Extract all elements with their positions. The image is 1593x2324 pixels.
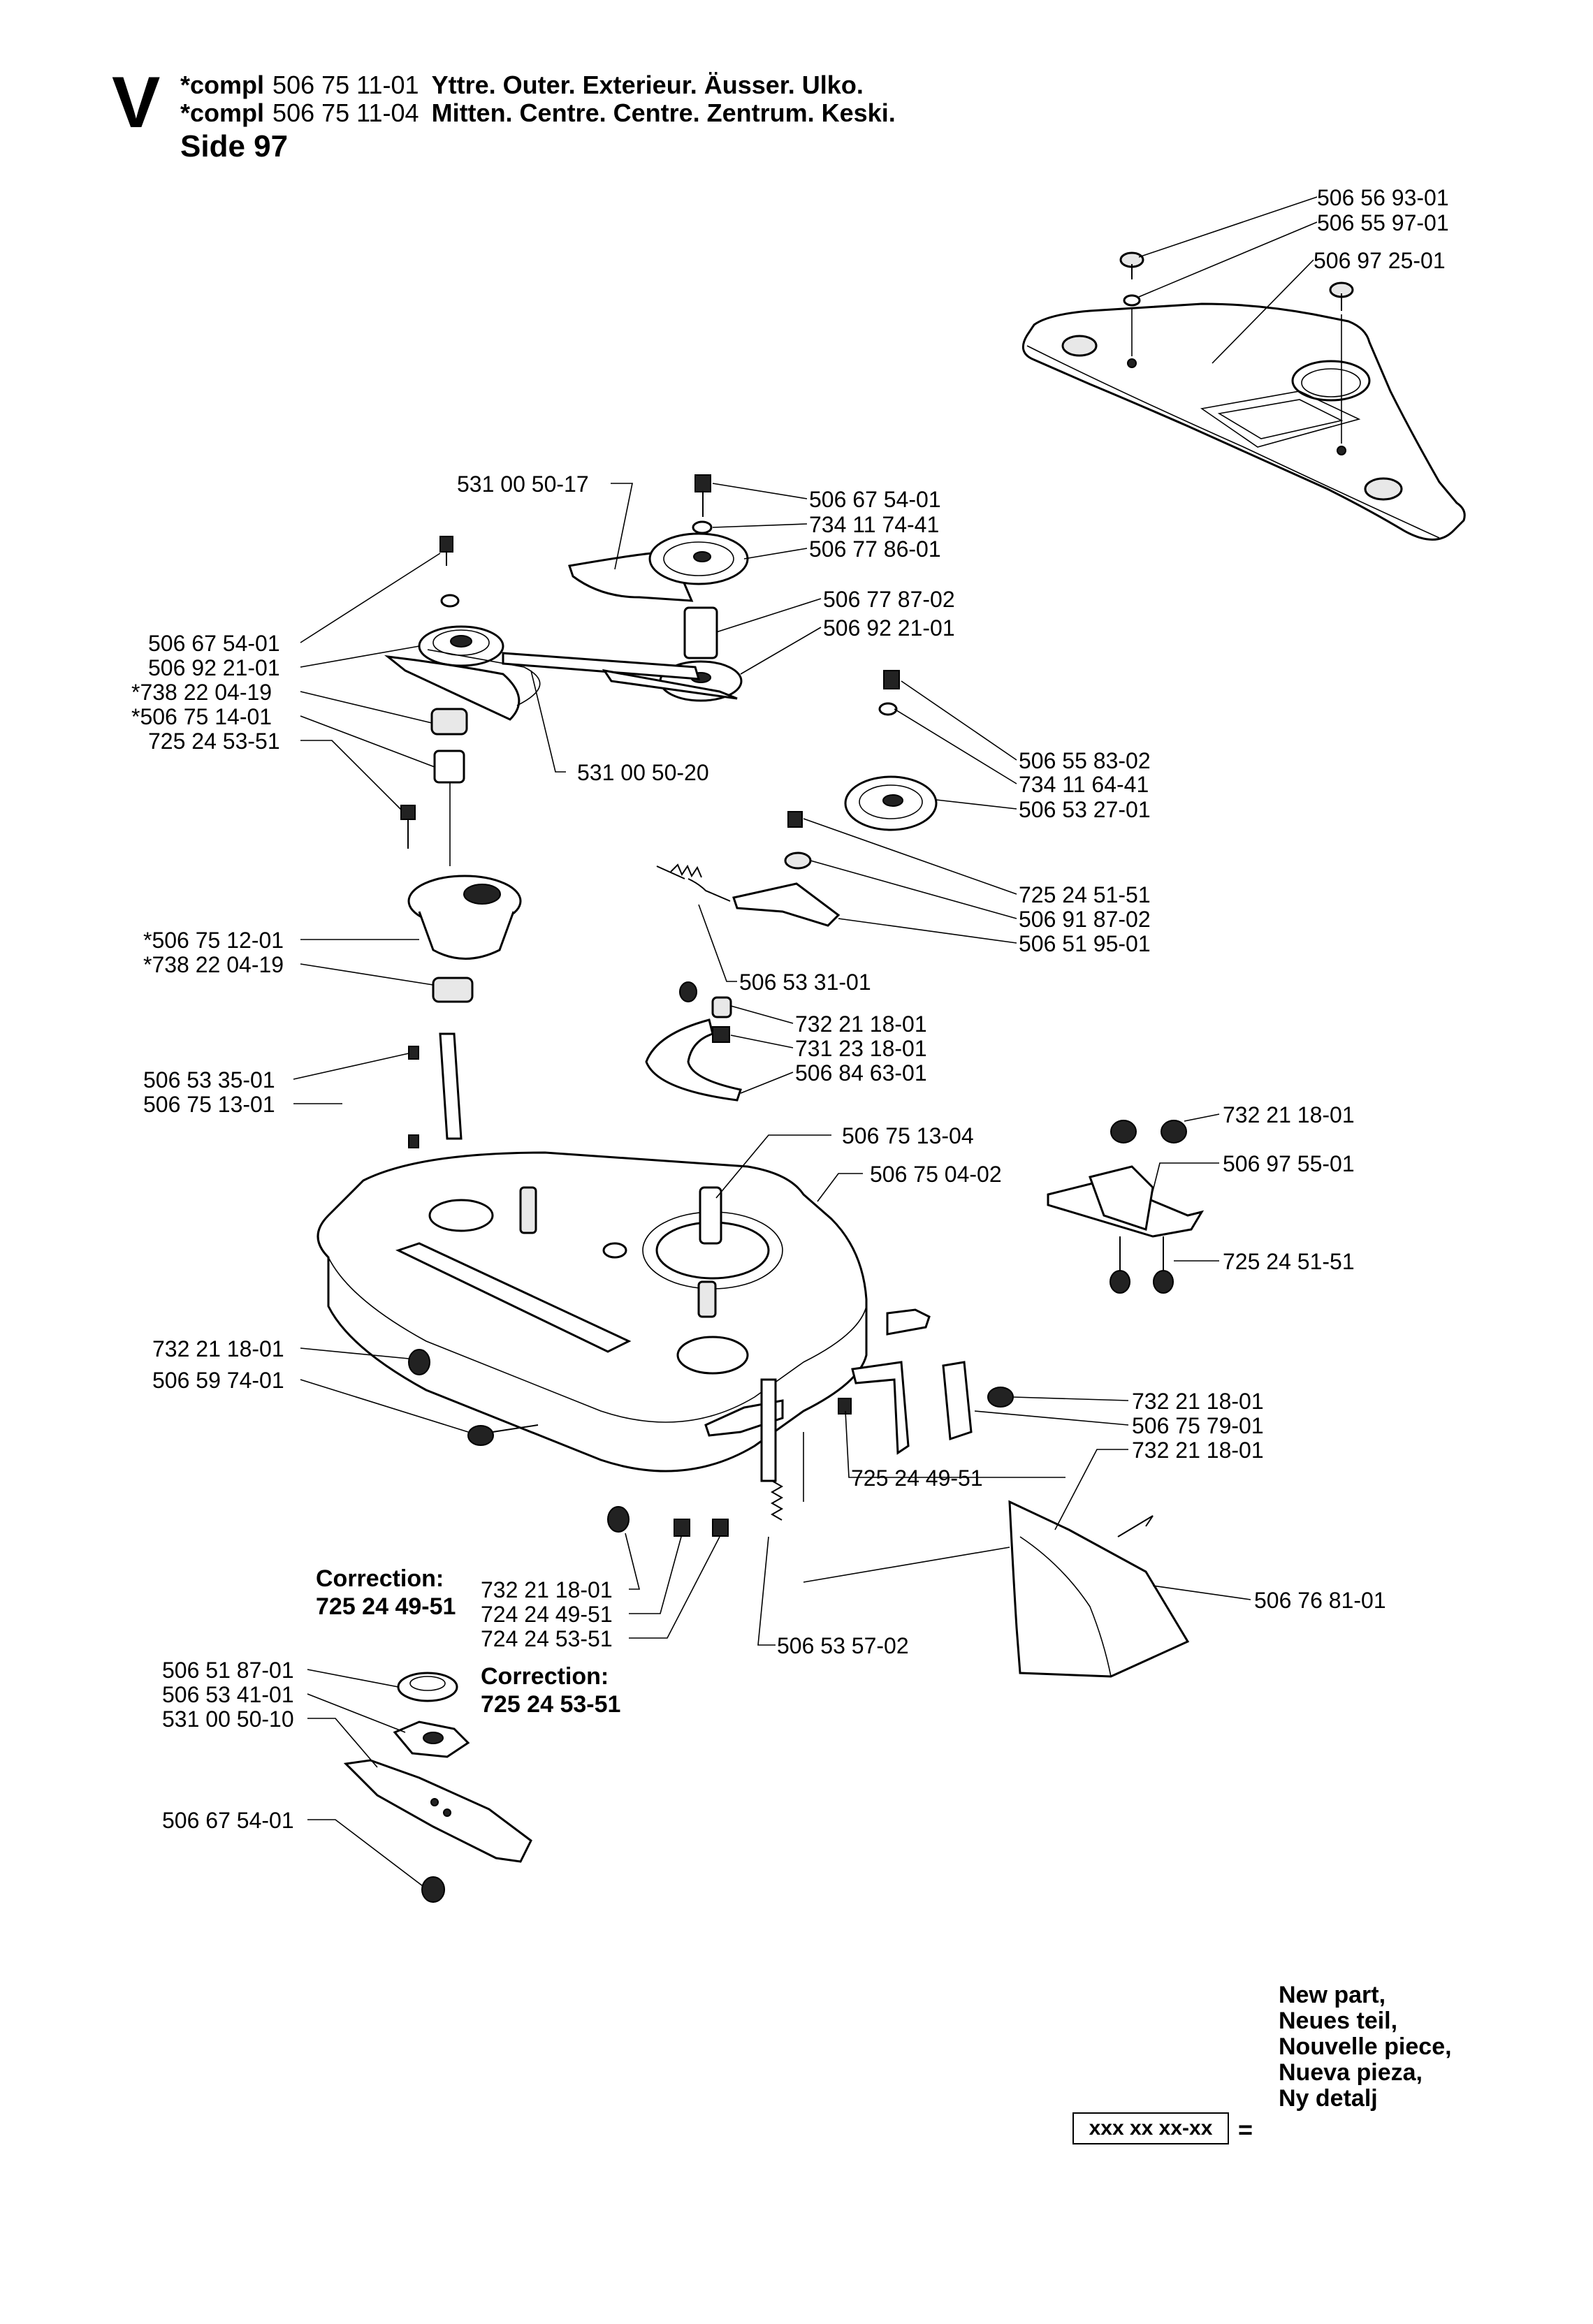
part-label: 506 51 95-01 (1019, 931, 1151, 956)
part-label: 506 75 13-01 (143, 1092, 275, 1117)
part-label: *738 22 04-19 (143, 952, 284, 977)
tensioner-drawing (656, 670, 938, 927)
part-label: 732 21 18-01 (1132, 1438, 1264, 1463)
part-label: 724 24 49-51 (481, 1602, 613, 1627)
header-line-2-text: Mitten. Centre. Centre. Zentrum. Keski. (431, 98, 896, 127)
new-part-legend: New part, Neues teil, Nouvelle piece, Nu… (1279, 1982, 1452, 2112)
part-label: 506 75 04-02 (870, 1162, 1002, 1187)
part-label: 531 00 50-20 (577, 760, 709, 785)
part-label: 531 00 50-10 (162, 1707, 294, 1732)
part-label: 725 24 51-51 (1019, 882, 1151, 907)
part-label: 506 53 27-01 (1019, 797, 1151, 822)
legend-part-box: xxx xx xx-xx (1072, 2112, 1229, 2144)
page-reference: Side 97 (180, 129, 289, 163)
header-line-2-number: 506 75 11-04 (272, 98, 419, 127)
legend-equals: = (1238, 2115, 1253, 2144)
part-label: 506 55 83-02 (1019, 748, 1151, 773)
part-label: 506 56 93-01 (1317, 185, 1449, 210)
correction-2-number: 725 24 53-51 (481, 1691, 621, 1718)
legend-line: Nueva pieza, (1279, 2059, 1423, 2086)
header-line-2: *compl 506 75 11-04 Mitten. Centre. Cent… (180, 100, 896, 126)
part-label: 731 23 18-01 (795, 1036, 927, 1061)
legend-line: Ny detalj (1279, 2085, 1378, 2112)
header-line-1: *compl 506 75 11-01 Yttre. Outer. Exteri… (180, 72, 864, 98)
arc-bracket-drawing (645, 981, 742, 1102)
correction-1-number: 725 24 49-51 (316, 1593, 456, 1620)
leader-lines (293, 196, 1318, 1887)
legend-line: New part, (1279, 1982, 1386, 2008)
part-label: *506 75 12-01 (143, 928, 284, 953)
part-label: 506 97 25-01 (1314, 248, 1446, 273)
header-line-1-prefix: *compl (180, 71, 265, 99)
deck-drawing (317, 1151, 931, 1502)
correction-1-title: Correction: (316, 1565, 444, 1592)
part-label: 506 67 54-01 (162, 1808, 294, 1833)
side-bracket-drawing (1047, 1120, 1205, 1294)
part-label: 506 77 87-02 (823, 587, 955, 612)
part-label: 732 21 18-01 (481, 1577, 613, 1602)
header-line-2-prefix: *compl (180, 98, 265, 127)
part-label: 506 92 21-01 (823, 615, 955, 641)
part-label: 506 53 31-01 (739, 970, 871, 995)
left-spindle-drawing (384, 536, 522, 1148)
blade-assembly-drawing (343, 1672, 532, 1903)
part-label: 506 97 55-01 (1223, 1151, 1355, 1176)
part-label: 531 00 50-17 (457, 472, 589, 497)
header-line-1-number: 506 75 11-01 (272, 71, 419, 99)
legend-line: Nouvelle piece, (1279, 2033, 1452, 2060)
part-label: 506 51 87-01 (162, 1658, 294, 1683)
section-letter: V (112, 62, 161, 143)
part-label: 506 59 74-01 (152, 1368, 284, 1393)
part-label: 506 84 63-01 (795, 1060, 927, 1086)
part-label: 725 24 53-51 (148, 729, 280, 754)
part-label: 506 67 54-01 (148, 631, 280, 656)
part-label: 725 24 51-51 (1223, 1249, 1355, 1274)
part-label: 506 91 87-02 (1019, 907, 1151, 932)
part-label: 506 92 21-01 (148, 655, 280, 680)
correction-2-title: Correction: (481, 1663, 609, 1690)
part-label: 506 77 86-01 (809, 536, 941, 562)
part-label: 732 21 18-01 (1223, 1102, 1355, 1127)
part-label: 732 21 18-01 (795, 1011, 927, 1037)
part-label: *738 22 04-19 (131, 680, 272, 705)
part-label: 506 67 54-01 (809, 487, 941, 512)
part-label: 732 21 18-01 (1132, 1389, 1264, 1414)
part-label: 506 55 97-01 (1317, 210, 1449, 235)
part-label: 724 24 53-51 (481, 1626, 613, 1651)
correction-note-2: Correction: 725 24 53-51 (481, 1662, 620, 1718)
part-label: 506 53 41-01 (162, 1682, 294, 1707)
part-label: 732 21 18-01 (152, 1336, 284, 1361)
part-label: 506 75 13-04 (842, 1123, 974, 1148)
part-label: 506 53 57-02 (777, 1633, 909, 1658)
part-label: 734 11 64-41 (1019, 772, 1149, 797)
part-label: 506 76 81-01 (1254, 1588, 1386, 1613)
part-label: *506 75 14-01 (131, 704, 272, 729)
legend-line: Neues teil, (1279, 2008, 1398, 2034)
cover-plate-drawing (1021, 251, 1466, 541)
discharge-chute-drawing (1008, 1500, 1190, 1678)
part-label: 725 24 49-51 (851, 1466, 983, 1491)
correction-note-1: Correction: 725 24 49-51 (316, 1565, 456, 1621)
belt-pulley-drawing (427, 474, 749, 706)
part-label: 734 11 74-41 (809, 512, 940, 537)
part-label: 506 53 35-01 (143, 1067, 275, 1092)
part-label: 506 75 79-01 (1132, 1413, 1264, 1438)
header-line-1-text: Yttre. Outer. Exterieur. Äusser. Ulko. (431, 71, 864, 99)
